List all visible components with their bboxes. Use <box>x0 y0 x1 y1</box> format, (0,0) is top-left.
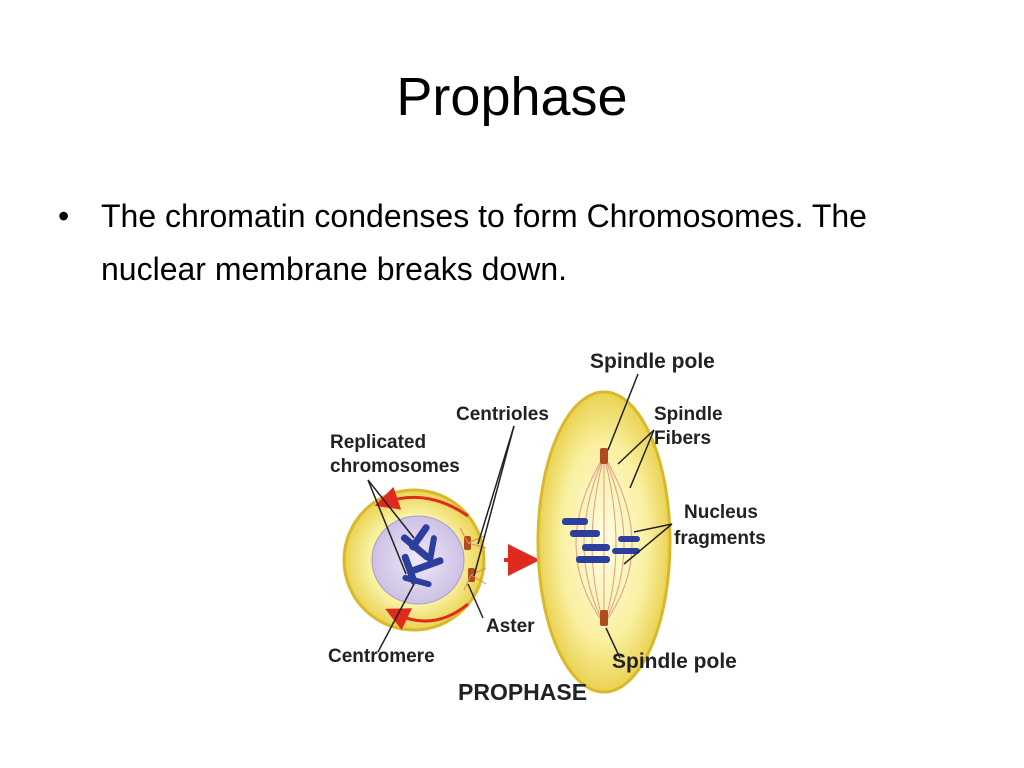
label-aster: Aster <box>486 616 535 637</box>
label-spindle-pole-bottom: Spindle pole <box>612 650 737 673</box>
slide-title: Prophase <box>396 67 628 127</box>
label-spindle-pole-top: Spindle pole <box>590 350 715 373</box>
bullet-list: • The chromatin condenses to form Chromo… <box>58 190 978 296</box>
label-replicated-line2: chromosomes <box>330 456 460 477</box>
label-nucleus-line2: fragments <box>674 528 766 549</box>
right-cell <box>536 390 672 694</box>
aster-rays <box>459 527 487 591</box>
right-centrioles <box>600 448 608 626</box>
bullet-symbol: • <box>58 198 70 234</box>
prophase-diagram: Spindle pole Centrioles Spindle Fibers R… <box>328 350 766 705</box>
label-nucleus-line1: Nucleus <box>684 502 758 523</box>
label-replicated-line1: Replicated <box>330 432 426 453</box>
right-chromosomes <box>562 518 640 563</box>
left-nucleus <box>371 515 465 605</box>
label-spindle-fibers-line2: Fibers <box>654 428 711 449</box>
left-chromosomes <box>400 524 444 588</box>
left-cell-bottom-arrow <box>385 602 469 630</box>
left-cell-top-arrow <box>374 486 469 518</box>
bullet-text: The chromatin condenses to form Chromoso… <box>101 198 867 287</box>
label-spindle-fibers-line1: Spindle <box>654 404 723 425</box>
label-centromere: Centromere <box>328 646 435 667</box>
left-cell <box>342 486 487 632</box>
label-centrioles: Centrioles <box>456 404 549 425</box>
diagram-caption: PROPHASE <box>458 679 587 705</box>
pointer-lines <box>367 373 673 659</box>
bullet-item: • The chromatin condenses to form Chromo… <box>58 190 978 296</box>
